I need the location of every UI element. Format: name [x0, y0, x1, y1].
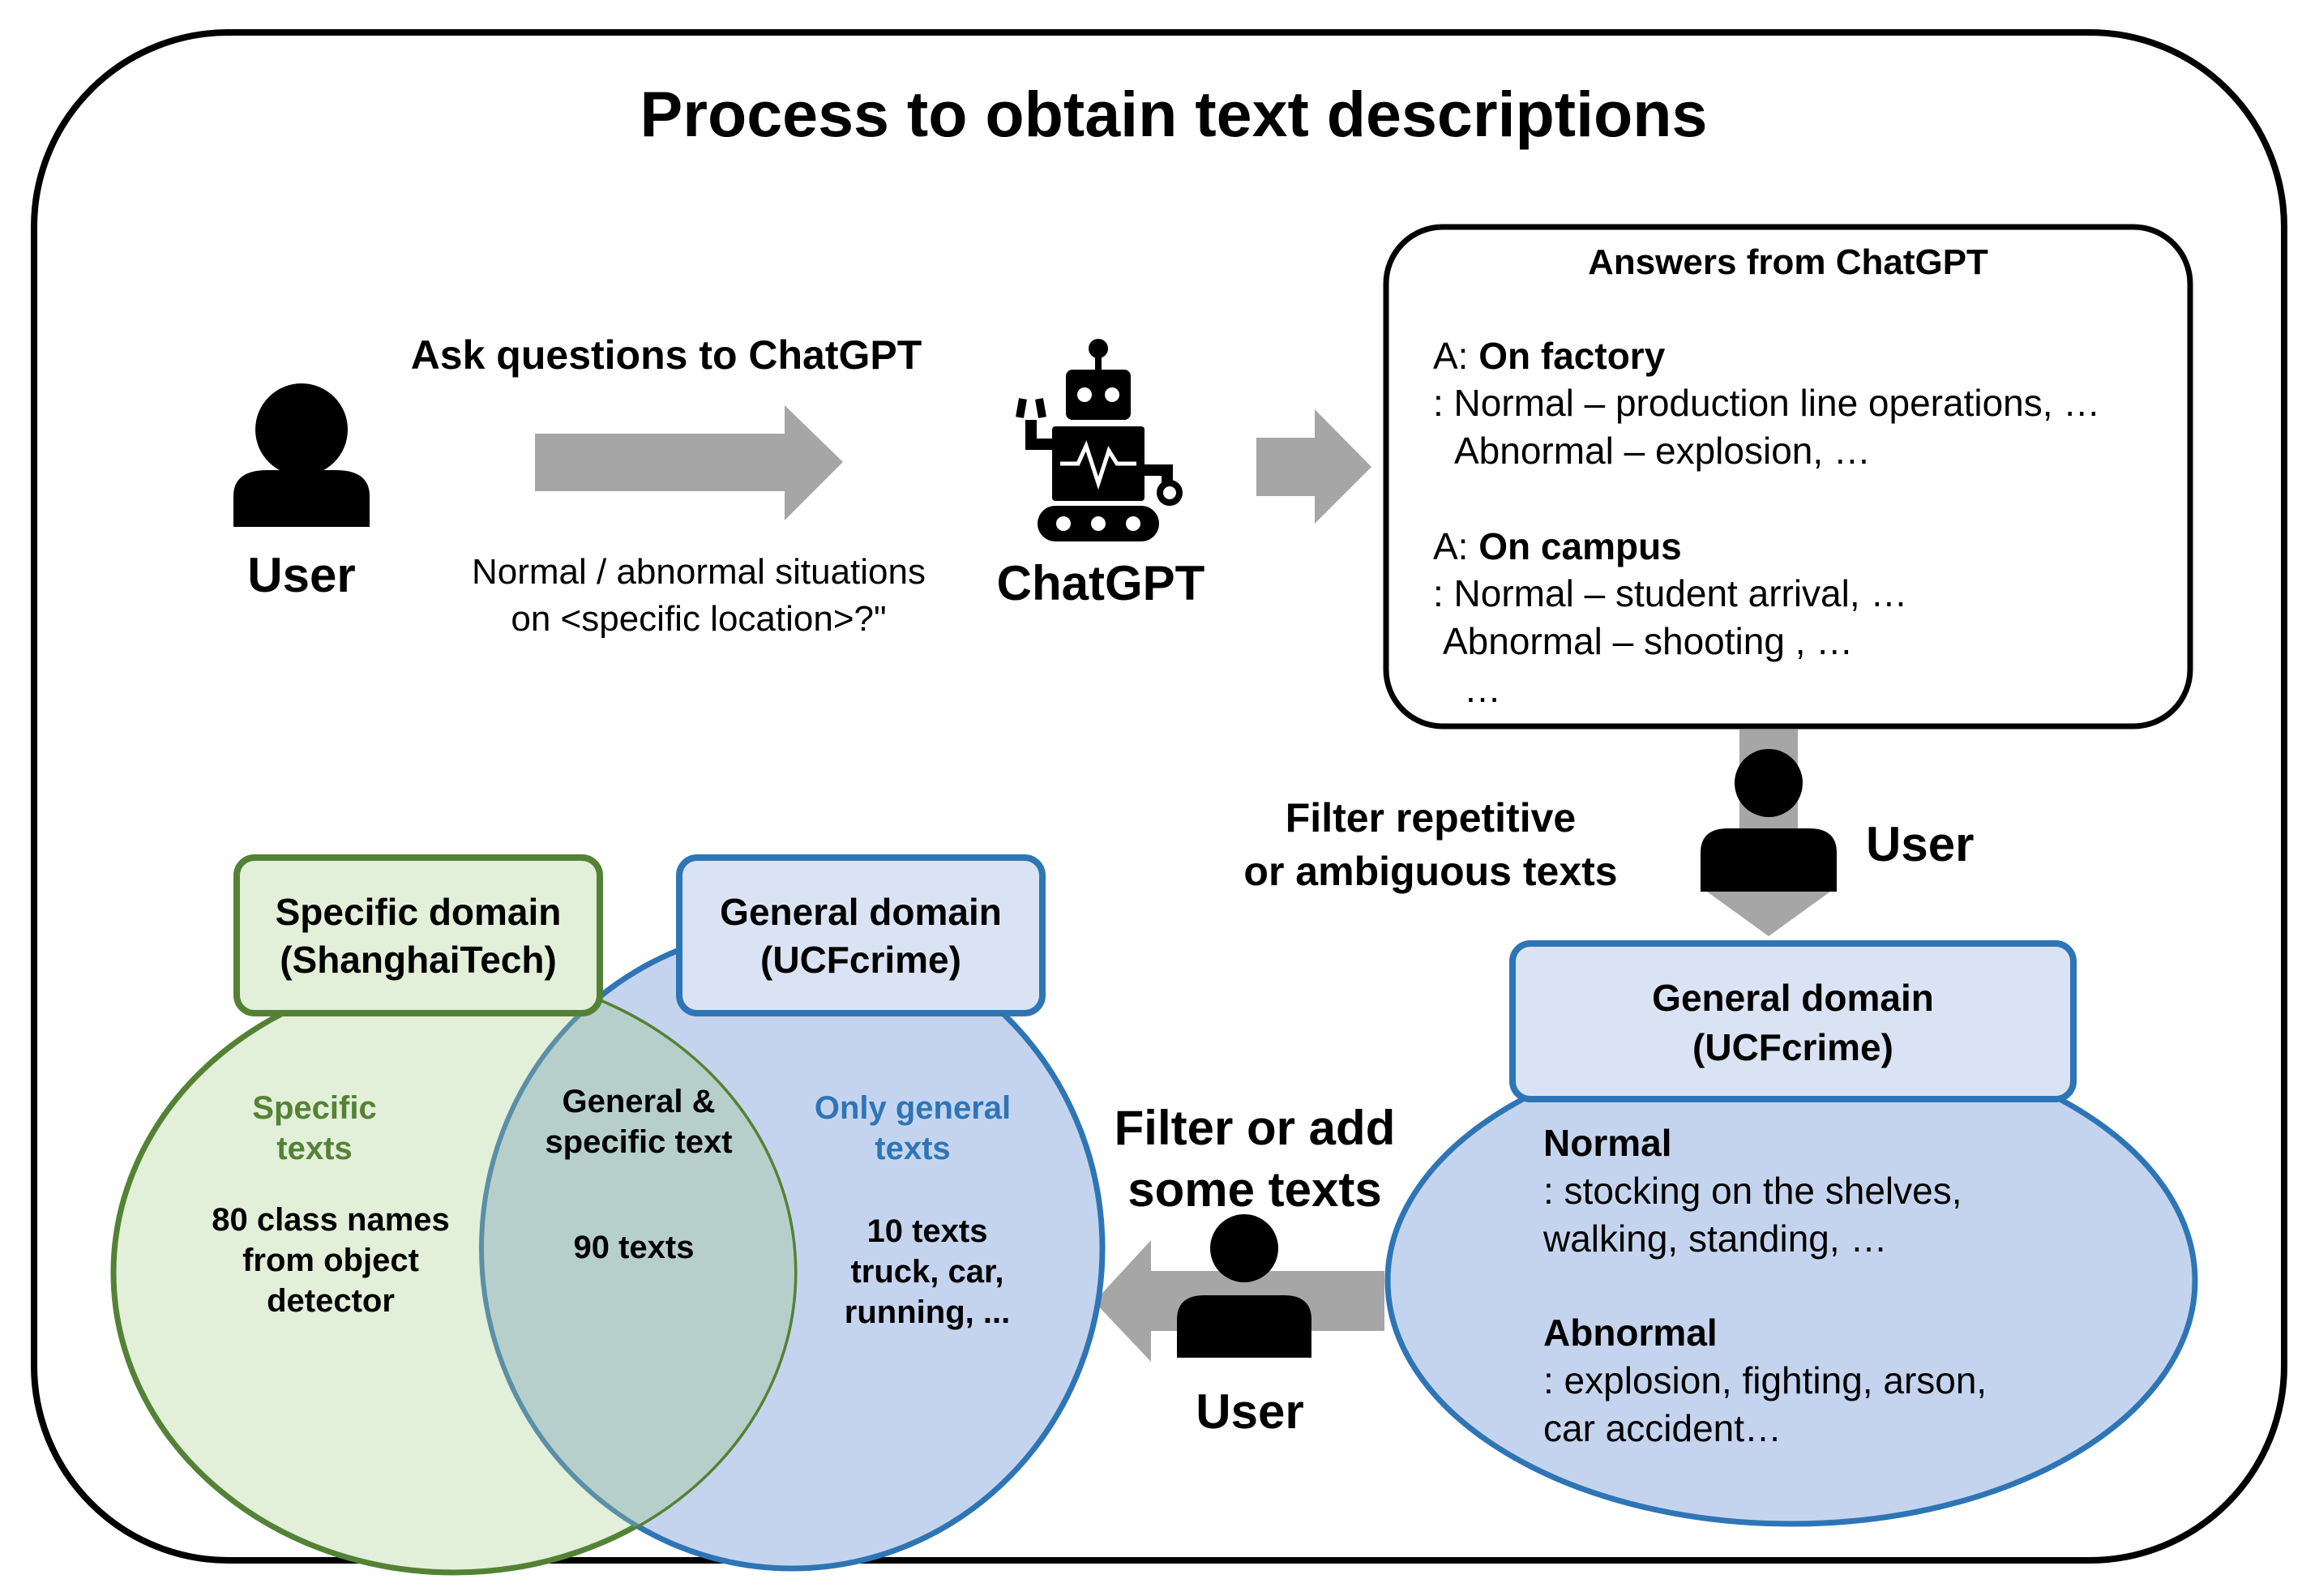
general-domain-ellipse: [1384, 1034, 2198, 1527]
specific-texts-title-2: texts: [276, 1131, 352, 1166]
user-label-filter: User: [1866, 817, 1974, 871]
filter-repetitive-line-1: Filter repetitive: [1286, 795, 1576, 841]
user-icon-filter: [1701, 749, 1837, 892]
abnormal-line-1: : explosion, fighting, arson,: [1543, 1359, 1987, 1401]
both-count: 90 texts: [574, 1230, 695, 1265]
abnormal-title: Abnormal: [1543, 1311, 1718, 1354]
arrow-user-to-chatgpt: [535, 405, 843, 520]
ask-questions-label: Ask questions to ChatGPT: [411, 332, 922, 378]
answer-campus-normal: : Normal – student arrival, …: [1433, 572, 1907, 614]
answer-campus: A: On campus: [1433, 525, 1682, 567]
chatgpt-label: ChatGPT: [997, 556, 1205, 610]
user-label-top: User: [247, 548, 355, 602]
general-domain-title-2: (UCFcrime): [1692, 1026, 1893, 1068]
answer-factory: A: On factory: [1433, 335, 1666, 377]
specific-count-line-2: from object: [242, 1243, 419, 1278]
abnormal-line-2: car accident…: [1543, 1407, 1782, 1449]
answer-factory-abnormal: Abnormal – explosion, …: [1454, 430, 1871, 472]
general-domain-title-1: General domain: [1652, 977, 1934, 1019]
normal-line-2: walking, standing, …: [1542, 1217, 1887, 1260]
both-title-line-1: General &: [563, 1084, 716, 1119]
user-icon-top: [233, 383, 370, 527]
venn-specific-box: [233, 854, 603, 1016]
answers-box: [1383, 224, 2193, 730]
general-only-title-1: Only general: [815, 1090, 1011, 1126]
general-domain-box: [1509, 940, 2077, 1102]
user-label-bottom: User: [1196, 1384, 1303, 1439]
filter-add-line-1: Filter or add: [1115, 1101, 1396, 1155]
venn-overlap: [481, 973, 794, 1568]
venn-general-box-line-1: General domain: [720, 891, 1002, 933]
normal-title: Normal: [1543, 1122, 1671, 1164]
venn-general-box-line-2: (UCFcrime): [760, 939, 961, 981]
answers-header: Answers from ChatGPT: [1588, 242, 1988, 282]
venn-general-box: [676, 854, 1046, 1016]
filter-repetitive-line-2: or ambiguous texts: [1243, 849, 1617, 894]
answer-factory-normal: : Normal – production line operations, …: [1433, 382, 2100, 424]
arrow-chatgpt-to-answers: [1256, 409, 1371, 524]
specific-texts-title-1: Specific: [252, 1090, 376, 1126]
general-count-line-2: truck, car,: [850, 1254, 1003, 1290]
filter-add-line-2: some texts: [1127, 1162, 1381, 1217]
both-title-line-2: specific text: [545, 1124, 732, 1160]
user-icon-bottom: [1177, 1214, 1311, 1358]
specific-count-line-3: detector: [267, 1283, 395, 1319]
answer-ellipsis: …: [1464, 668, 1501, 710]
diagram-title: Process to obtain text descriptions: [640, 78, 1708, 150]
venn-specific-box-line-2: (ShanghaiTech): [280, 939, 557, 981]
robot-icon: [1016, 339, 1183, 541]
general-only-title-2: texts: [875, 1131, 950, 1166]
normal-line-1: : stocking on the shelves,: [1543, 1170, 1962, 1212]
answer-campus-abnormal: Abnormal – shooting , …: [1443, 620, 1853, 662]
general-count-line-1: 10 texts: [867, 1213, 988, 1249]
question-line-1: Normal / abnormal situations: [472, 552, 926, 592]
specific-count-line-1: 80 class names: [212, 1202, 450, 1238]
general-count-line-3: running, ...: [845, 1294, 1010, 1330]
question-line-2: on <specific location>?": [511, 599, 886, 639]
venn-specific-box-line-1: Specific domain: [276, 891, 562, 933]
